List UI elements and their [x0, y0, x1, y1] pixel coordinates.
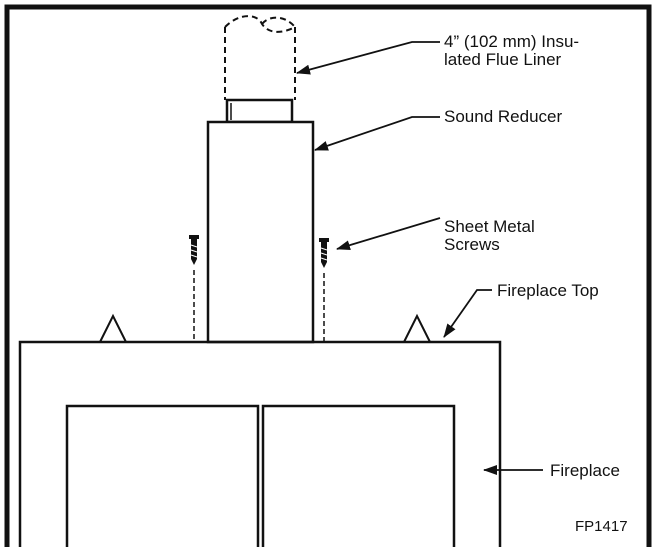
- figure-code: FP1417: [575, 518, 628, 535]
- leader-sound-reducer: [314, 116, 440, 151]
- leader-flue-liner: [296, 41, 440, 75]
- fireplace-body: [18, 340, 502, 547]
- flue-liner: [224, 15, 296, 100]
- leader-fireplace-top: [443, 289, 492, 338]
- diagram-frame: [4, 4, 652, 547]
- fireplace-door-left: [65, 404, 260, 547]
- standoff-left: [99, 313, 127, 343]
- screw-left: [189, 235, 199, 342]
- label-screws-line1: Sheet Metal: [444, 217, 535, 236]
- label-fireplace-top: Fireplace Top: [497, 281, 599, 300]
- fireplace-door-right: [261, 404, 456, 547]
- label-sound-reducer: Sound Reducer: [444, 107, 562, 126]
- sound-reducer: [206, 120, 315, 344]
- label-flue-liner-line2: lated Flue Liner: [444, 50, 562, 69]
- label-fireplace: Fireplace: [550, 461, 620, 480]
- screw-right: [319, 238, 329, 342]
- leader-screws: [336, 217, 441, 251]
- label-flue-liner-line1: 4” (102 mm) Insu-: [444, 32, 579, 51]
- label-screws-line2: Screws: [444, 235, 500, 254]
- standoff-right: [403, 313, 431, 343]
- flue-collar: [225, 98, 294, 124]
